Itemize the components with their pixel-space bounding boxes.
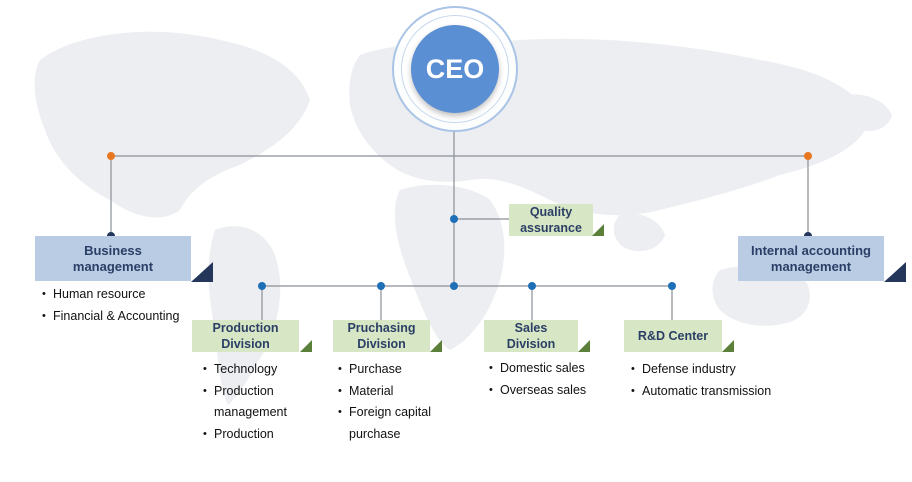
production-division-label: Production Division (212, 321, 279, 351)
list-item: Material (338, 381, 443, 403)
production-division-box: Production Division (192, 320, 299, 352)
list-item: Production (203, 424, 303, 446)
business-management-box: Business management (35, 236, 191, 281)
quality-assurance-box: Quality assurance (509, 204, 593, 236)
business-management-corner (191, 262, 213, 282)
business-management-label: Business management (72, 242, 154, 274)
list-item: Human resource (42, 284, 179, 306)
internal-accounting-corner (884, 262, 906, 282)
rnd-center-box: R&D Center (624, 320, 722, 352)
list-item: Production management (203, 381, 303, 424)
business-management-list: Human resource Financial & Accounting (42, 284, 179, 327)
list-item: Foreign capital purchase (338, 402, 443, 445)
junction-dot-rnd (668, 282, 676, 290)
list-item: Overseas sales (489, 380, 586, 402)
junction-dot-center (450, 282, 458, 290)
sales-division-box: Sales Division (484, 320, 578, 352)
connector-dots (107, 152, 812, 290)
junction-dot-sales (528, 282, 536, 290)
sales-division-label: Sales Division (506, 321, 556, 351)
quality-assurance-corner (592, 224, 604, 236)
ceo-label: CEO (425, 53, 485, 84)
sales-division-list: Domestic sales Overseas sales (489, 358, 586, 401)
rnd-center-label: R&D Center (637, 329, 709, 343)
production-division-corner (300, 340, 312, 352)
internal-accounting-box: Internal accounting management (738, 236, 884, 281)
rnd-center-corner (722, 340, 734, 352)
sales-division-corner (578, 340, 590, 352)
junction-dot-quality (450, 215, 458, 223)
production-division-list: Technology Production management Product… (203, 359, 303, 445)
list-item: Defense industry (631, 359, 771, 381)
ceo-node: CEO (411, 25, 499, 113)
list-item: Technology (203, 359, 303, 381)
list-item: Purchase (338, 359, 443, 381)
internal-accounting-label: Internal accounting management (751, 242, 871, 274)
rnd-center-list: Defense industry Automatic transmission (631, 359, 771, 402)
junction-dot-production (258, 282, 266, 290)
connector-lines (110, 131, 809, 320)
list-item: Automatic transmission (631, 381, 771, 403)
purchasing-division-corner (430, 340, 442, 352)
purchasing-division-list: Purchase Material Foreign capital purcha… (338, 359, 443, 445)
junction-dot-left (107, 152, 115, 160)
junction-dot-right (804, 152, 812, 160)
purchasing-division-box: Pruchasing Division (333, 320, 430, 352)
list-item: Financial & Accounting (42, 306, 179, 328)
purchasing-division-label: Pruchasing Division (347, 321, 416, 351)
quality-assurance-label: Quality assurance (520, 205, 582, 235)
junction-dot-purchasing (377, 282, 385, 290)
list-item: Domestic sales (489, 358, 586, 380)
